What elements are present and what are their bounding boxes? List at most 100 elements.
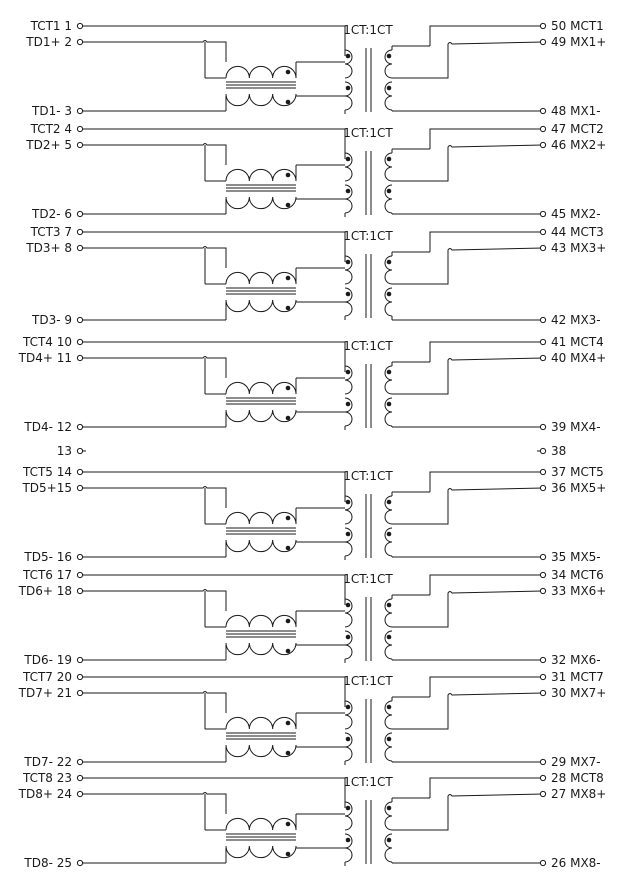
polarity-dot (285, 750, 291, 756)
polarity-dot (345, 837, 351, 843)
primary-winding-lower (344, 397, 353, 427)
secondary-winding-lower (384, 630, 393, 660)
wire-td-plus (80, 691, 227, 713)
polarity-dot (285, 720, 291, 726)
polarity-dot (345, 704, 351, 710)
secondary-winding-upper (384, 152, 393, 182)
pin-label-td-minus: TD7- 22 (23, 755, 72, 769)
polarity-dot (386, 85, 392, 91)
polarity-dot (386, 156, 392, 162)
ratio-label: 1CT:1CT (343, 23, 393, 37)
secondary-winding-upper (384, 255, 393, 285)
wire-mct (429, 128, 543, 149)
pin-label-td-minus: TD4- 12 (23, 420, 72, 434)
polarity-dot (386, 499, 392, 505)
pin-label-td-minus: TD8- 25 (23, 856, 72, 870)
pin-terminal (76, 244, 84, 252)
pin-terminal (539, 244, 547, 252)
pin-label-mx-plus: 33 MX6+ (551, 584, 606, 598)
pin-terminal (76, 553, 84, 561)
choke-winding-top (225, 381, 297, 395)
pin-terminal (539, 38, 547, 46)
pin-terminal (76, 790, 84, 798)
pin-label-td-plus: TD2+ 5 (25, 138, 72, 152)
polarity-dot (386, 634, 392, 640)
polarity-dot (345, 259, 351, 265)
pin-terminal (76, 673, 84, 681)
polarity-dot (345, 369, 351, 375)
pin-label-mx-plus: 46 MX2+ (551, 138, 606, 152)
pin-terminal (539, 447, 547, 455)
polarity-dot (386, 259, 392, 265)
wire-mx-plus (392, 144, 544, 182)
pin-terminal (539, 656, 547, 664)
pin-label-mct: 31 MCT7 (551, 670, 604, 684)
pin-label-td-minus: TD1- 3 (31, 104, 72, 118)
pin-label-td-minus: TD2- 6 (31, 207, 72, 221)
ratio-label: 1CT:1CT (343, 339, 393, 353)
secondary-winding-upper (384, 365, 393, 395)
primary-winding-upper (344, 152, 353, 182)
pin-terminal (76, 689, 84, 697)
pin-label-mx-minus: 26 MX8- (551, 856, 601, 870)
pin-terminal (76, 228, 84, 236)
pin-label-mct: 34 MCT6 (551, 568, 604, 582)
pin-terminal (539, 338, 547, 346)
polarity-dot (345, 805, 351, 811)
pin-label-mx-plus: 30 MX7+ (551, 686, 606, 700)
pin-terminal (76, 354, 84, 362)
polarity-dot (386, 736, 392, 742)
pin-label-nc-left: 13 (57, 444, 72, 458)
pin-label-mct: 37 MCT5 (551, 465, 604, 479)
pin-terminal (76, 468, 84, 476)
polarity-dot (386, 369, 392, 375)
polarity-dot (285, 851, 291, 857)
wire-mx-plus (392, 357, 544, 395)
secondary-winding-upper (384, 598, 393, 628)
ratio-label: 1CT:1CT (343, 572, 393, 586)
polarity-dot (345, 85, 351, 91)
pin-terminal (76, 107, 84, 115)
ratio-label: 1CT:1CT (343, 775, 393, 789)
primary-winding-upper (344, 365, 353, 395)
choke-winding-bottom (225, 744, 297, 758)
pin-terminal (539, 423, 547, 431)
primary-winding-lower (344, 184, 353, 214)
polarity-dot (386, 531, 392, 537)
polarity-dot (345, 291, 351, 297)
secondary-winding-upper (384, 700, 393, 730)
pin-terminal (76, 484, 84, 492)
polarity-dot (386, 704, 392, 710)
pin-terminal (539, 107, 547, 115)
ratio-label: 1CT:1CT (343, 469, 393, 483)
pin-terminal (539, 468, 547, 476)
polarity-dot (386, 291, 392, 297)
pin-label-mx-plus: 49 MX1+ (551, 35, 606, 49)
choke-winding-bottom (225, 642, 297, 656)
choke-winding-top (225, 271, 297, 285)
pin-terminal (76, 758, 84, 766)
pin-label-mx-plus: 36 MX5+ (551, 481, 606, 495)
pin-label-td-plus: TD1+ 2 (25, 35, 72, 49)
polarity-dot (386, 53, 392, 59)
pin-label-td-plus: TD6+ 18 (18, 584, 72, 598)
pin-terminal (76, 447, 84, 455)
pin-label-tct: TCT6 17 (22, 568, 72, 582)
pin-terminal (539, 790, 547, 798)
polarity-dot (345, 188, 351, 194)
pin-terminal (539, 673, 547, 681)
choke-winding-bottom (225, 196, 297, 210)
wire-mx-plus (392, 692, 544, 730)
primary-winding-upper (344, 495, 353, 525)
choke-winding-bottom (225, 93, 297, 107)
pin-terminal (539, 210, 547, 218)
wire-mx-plus (392, 487, 544, 525)
wire-td-plus (80, 246, 227, 268)
polarity-dot (285, 618, 291, 624)
pin-label-tct: TCT2 4 (30, 122, 72, 136)
pin-label-tct: TCT8 23 (22, 771, 72, 785)
primary-winding-upper (344, 255, 353, 285)
